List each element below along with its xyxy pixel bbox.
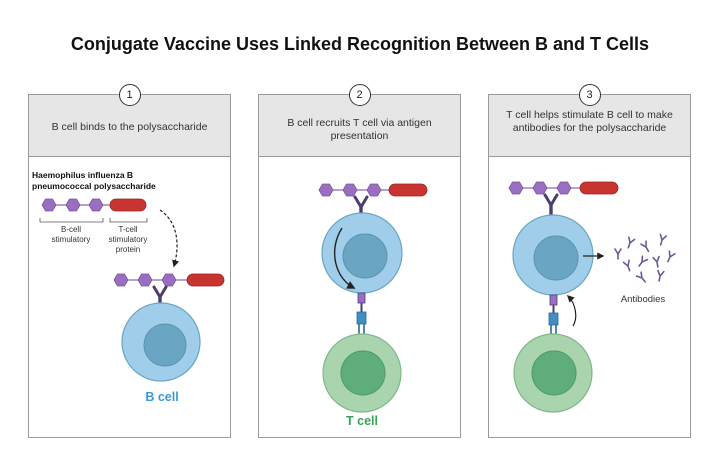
carrier-protein: [579, 181, 619, 195]
polysaccharide-unit: [137, 273, 153, 287]
b-cell-label: B cell: [145, 390, 178, 404]
polysaccharide-unit: [161, 273, 177, 287]
bcell-stimulatory-label-1: B-cell: [61, 225, 81, 234]
polysaccharide-unit: [318, 183, 334, 197]
tcell-stimulatory-label-2: stimulatory: [109, 235, 148, 244]
antibody-icon: [635, 255, 649, 269]
binding-arrow: [159, 209, 180, 268]
figure-title: Conjugate Vaccine Uses Linked Recognitio…: [70, 34, 650, 54]
panel-step-1: B cell binds to the polysaccharide 1: [28, 84, 231, 438]
polysaccharide-unit: [342, 183, 358, 197]
antibody-icon: [640, 240, 652, 254]
panel-2-header: B cell recruits T cell via antigen prese…: [259, 95, 460, 157]
carrier-protein: [186, 273, 225, 287]
panel-1-header: B cell binds to the polysaccharide: [29, 95, 230, 157]
polysaccharide-unit: [65, 198, 81, 212]
tcell-stimulatory-label-1: T-cell: [118, 225, 137, 234]
conjugate-vaccine-molecule-1: [41, 198, 147, 212]
tcell-bracket: [109, 218, 148, 223]
polysaccharide-unit: [556, 181, 572, 195]
step-2-badge: 2: [348, 84, 371, 106]
tcell-stimulatory-label-3: protein: [116, 245, 140, 254]
help-signal-arrow: [566, 294, 577, 327]
mhc-tcr-complex-2: [356, 292, 367, 335]
antibody-icon: [657, 233, 667, 247]
presentation-arrow: [333, 227, 356, 289]
vaccine-name-line1: Haemophilus influenza B: [32, 170, 133, 180]
panel-1-caption: B cell binds to the polysaccharide: [51, 121, 208, 133]
b-cell-3: [512, 214, 594, 296]
mhc-tcr-complex-3: [548, 294, 559, 335]
t-cell-2: [322, 333, 402, 413]
b-cell-1: [121, 302, 201, 382]
bcell-bracket: [39, 218, 104, 223]
polysaccharide-unit: [113, 273, 129, 287]
panel-2-caption: B cell recruits T cell via antigen prese…: [287, 117, 432, 142]
polysaccharide-unit: [532, 181, 548, 195]
panel-3-caption: T cell helps stimulate B cell to make an…: [506, 109, 673, 134]
antibodies-label: Antibodies: [621, 294, 666, 305]
step-1-badge: 1: [118, 84, 141, 106]
polysaccharide-unit: [366, 183, 382, 197]
panel-3-header: T cell helps stimulate B cell to make an…: [489, 95, 690, 157]
t-cell-label: T cell: [346, 414, 378, 428]
carrier-protein: [109, 198, 147, 212]
antibody-icon: [614, 248, 622, 260]
conjugate-vaccine-molecule-3: [508, 181, 619, 195]
antibody-icon: [622, 259, 634, 273]
polysaccharide-unit: [508, 181, 524, 195]
antibody-icon: [635, 271, 649, 285]
conjugate-vaccine-molecule-bound-1: [113, 273, 225, 287]
antibody-icon: [664, 250, 676, 264]
bcell-stimulatory-label-2: stimulatory: [52, 235, 91, 244]
carrier-protein: [388, 183, 428, 197]
antibodies-cluster: [614, 233, 676, 285]
b-cell-2: [321, 212, 403, 294]
polysaccharide-unit: [41, 198, 57, 212]
b-cell-receptor: [543, 193, 559, 217]
polysaccharide-unit: [88, 198, 104, 212]
antibody-icon: [624, 236, 636, 250]
step-3-badge: 3: [578, 84, 601, 106]
vaccine-name-line2: pneumococcal polysaccharide: [32, 181, 156, 191]
conjugate-vaccine-molecule-2: [318, 183, 428, 197]
antibody-icon: [652, 255, 662, 269]
antibody-icon: [655, 269, 665, 283]
t-cell-3: [513, 333, 593, 413]
